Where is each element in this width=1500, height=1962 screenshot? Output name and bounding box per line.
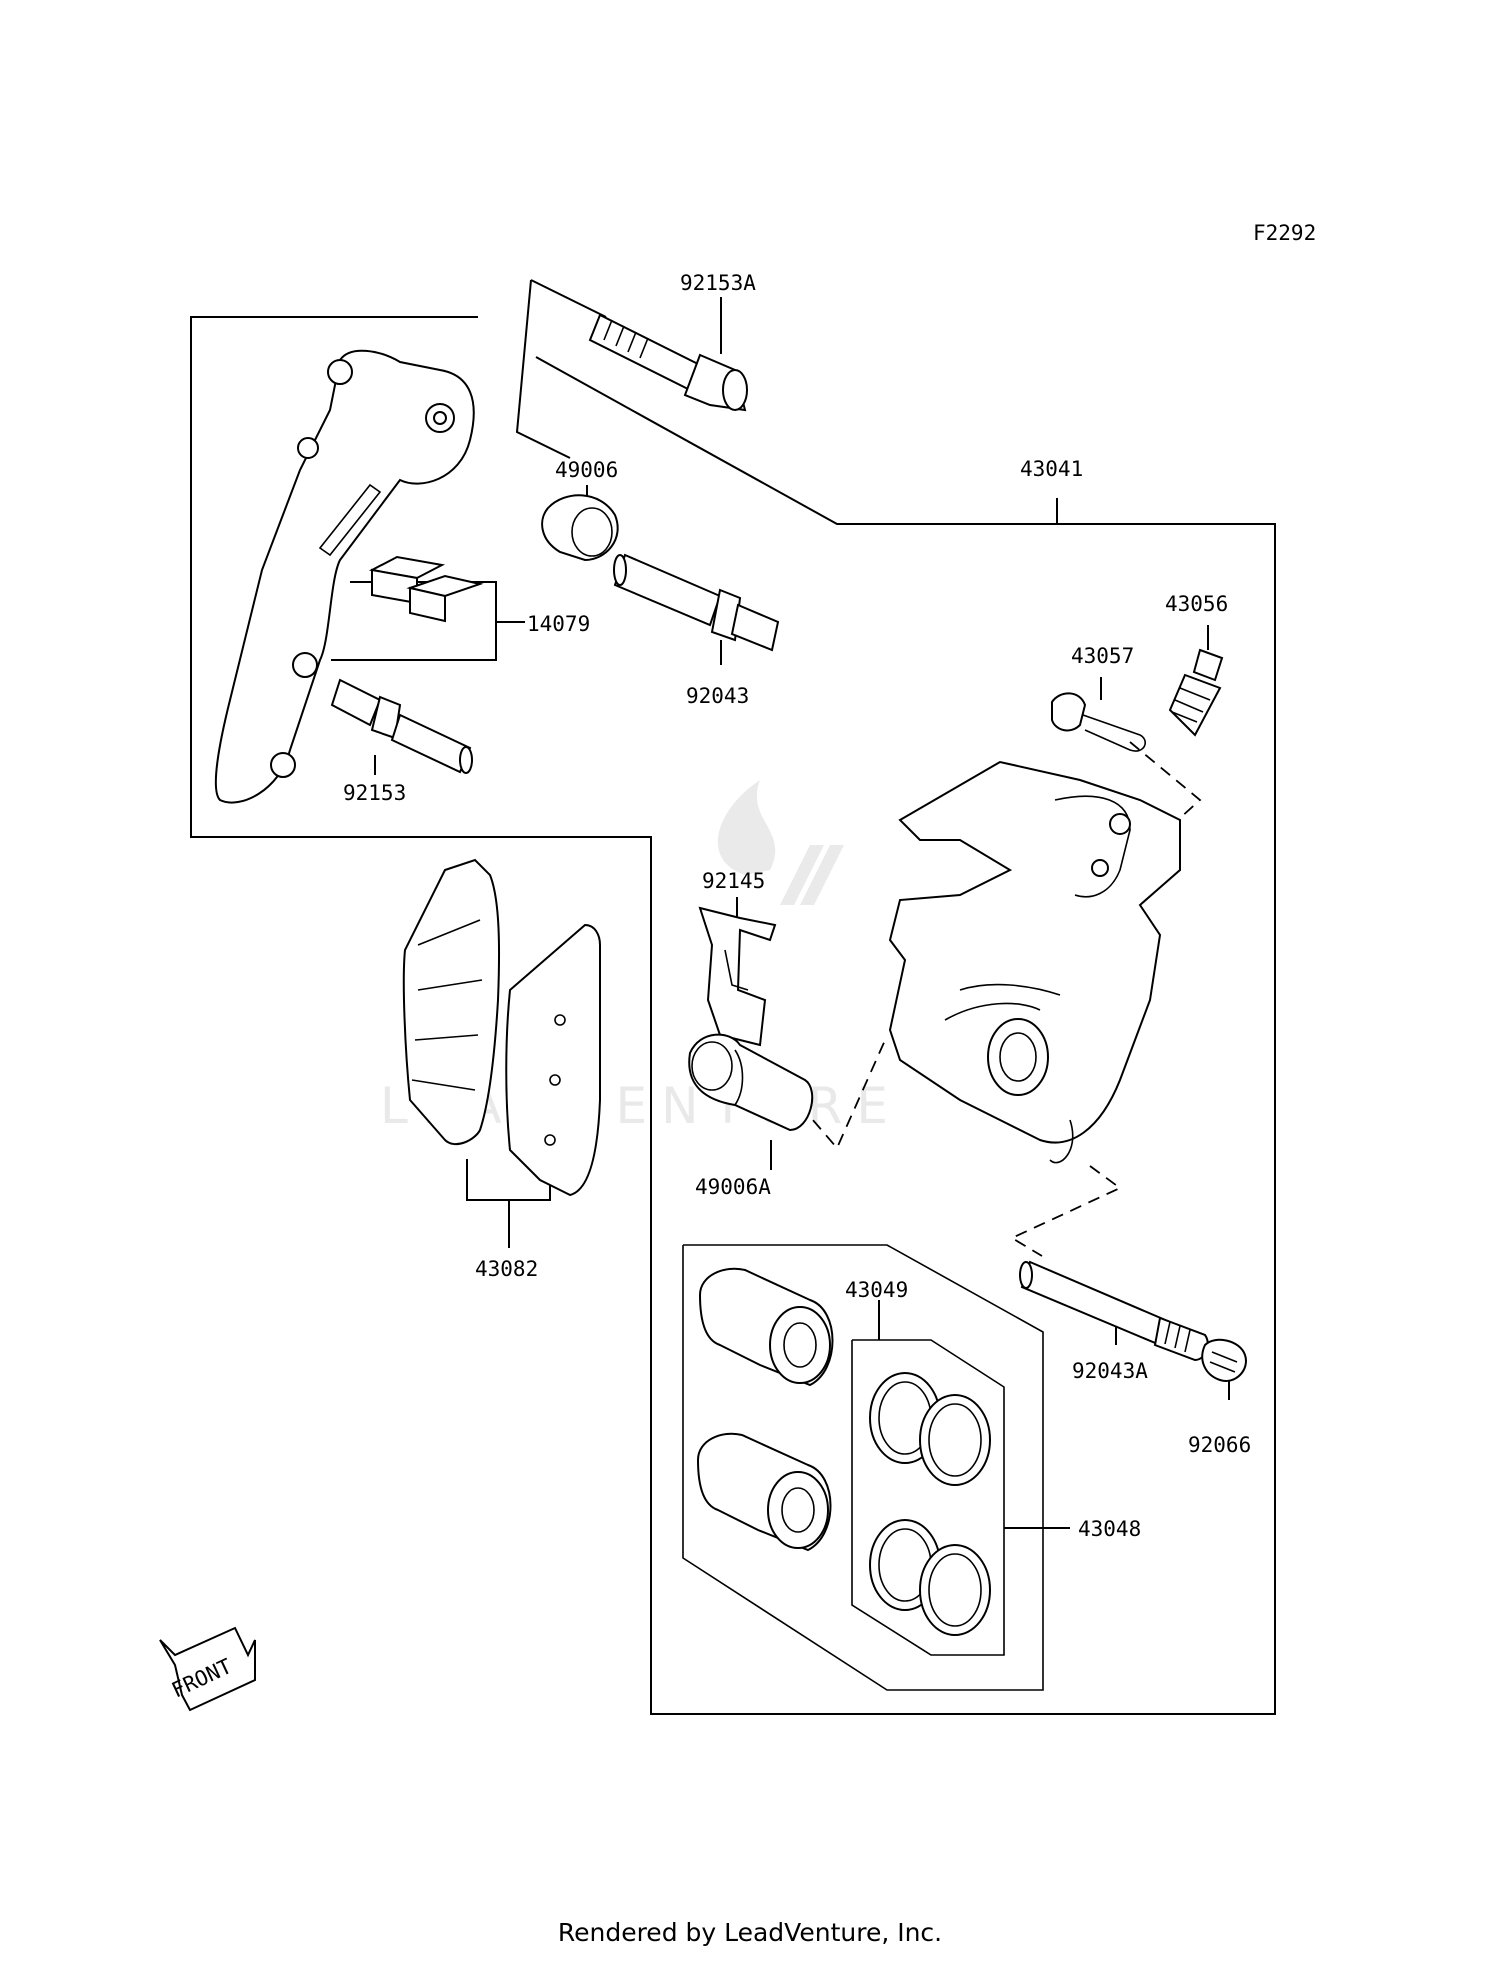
- boot-49006-part: [541, 494, 619, 562]
- bolt-92153a-part: [588, 313, 748, 412]
- assembly-outline: [190, 279, 1276, 1715]
- part-label-49006: 49006: [555, 458, 618, 482]
- part-label-43049: 43049: [845, 1278, 908, 1302]
- part-label-92043: 92043: [686, 684, 749, 708]
- pad-clip-92145-part: [698, 906, 777, 1047]
- part-label-43056: 43056: [1165, 592, 1228, 616]
- watermark-logo: [717, 780, 844, 905]
- part-label-14079: 14079: [527, 612, 590, 636]
- piston-set-part: [696, 1267, 834, 1552]
- part-label-43082: 43082: [475, 1257, 538, 1281]
- front-direction-indicator: FRONT: [159, 1626, 256, 1712]
- part-label-92043a: 92043A: [1072, 1359, 1148, 1383]
- part-label-92153a: 92153A: [680, 271, 756, 295]
- part-label-92066: 92066: [1188, 1433, 1251, 1457]
- boot-49006a-part: [688, 1033, 814, 1132]
- part-label-92153: 92153: [343, 781, 406, 805]
- pin-92043a-part: [1019, 1260, 1209, 1362]
- part-label-92145: 92145: [702, 869, 765, 893]
- pin-92153-part: [330, 678, 473, 774]
- figure-code: F2292: [1253, 221, 1316, 245]
- part-label-43048: 43048: [1078, 1517, 1141, 1541]
- brake-pads-part: [402, 858, 602, 1197]
- seal-set-part: [869, 1372, 991, 1636]
- caliper-body-part: [888, 760, 1181, 1164]
- plug-92066-part: [1201, 1338, 1247, 1382]
- part-label-49006a: 49006A: [695, 1175, 771, 1199]
- cap-43057-part: [1051, 692, 1146, 752]
- part-label-43057: 43057: [1071, 644, 1134, 668]
- dashed-links: [799, 741, 1202, 1257]
- pin-92043-part: [613, 553, 780, 652]
- bleeder-43056-part: [1168, 648, 1224, 737]
- part-label-43041: 43041: [1020, 457, 1083, 481]
- footer-credit: Rendered by LeadVenture, Inc.: [557, 1918, 943, 1947]
- caliper-bracket: [214, 349, 475, 804]
- pad-spring-part: [368, 555, 484, 623]
